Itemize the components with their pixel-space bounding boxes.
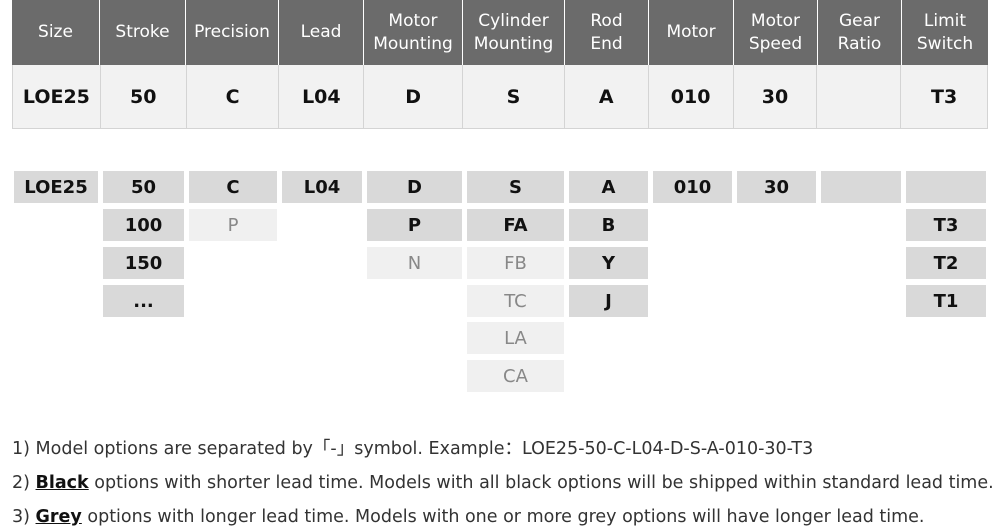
option-stroke-3: ... (103, 285, 184, 317)
option-limit-switch-3: T1 (906, 285, 986, 317)
option-motor-0: 010 (653, 171, 732, 203)
note-3: 3) Grey options with longer lead time. M… (12, 500, 992, 527)
option-lead-0: L04 (282, 171, 362, 203)
option-cylinder-mounting-5: CA (467, 360, 564, 392)
value-motor-speed: 30 (734, 65, 818, 128)
note-3-text: options with longer lead time. Models wi… (81, 507, 925, 527)
option-cylinder-mounting-2: FB (467, 247, 564, 279)
value-cylinder-mounting: S (463, 65, 565, 128)
option-cylinder-mounting-4: LA (467, 322, 564, 354)
option-stroke-1: 100 (103, 209, 184, 241)
value-stroke: 50 (101, 65, 187, 128)
note-2-number: 2) (12, 473, 36, 493)
value-rod-end: A (565, 65, 649, 128)
value-size: LOE25 (13, 65, 101, 128)
option-rod-end-2: Y (569, 247, 648, 279)
note-2-black-label: Black (35, 473, 89, 493)
header-lead: Lead (279, 0, 364, 65)
option-precision-1: P (189, 209, 277, 241)
option-motor-speed-0: 30 (737, 171, 816, 203)
header-cylinder-mounting: Cylinder Mounting (463, 0, 565, 65)
note-3-grey-label: Grey (35, 507, 82, 527)
spec-header-row: Size Stroke Precision Lead Motor Mountin… (12, 0, 988, 65)
option-stroke-2: 150 (103, 247, 184, 279)
option-cylinder-mounting-0: S (467, 171, 564, 203)
option-motor-mounting-1: P (367, 209, 462, 241)
option-limit-switch-2: T2 (906, 247, 986, 279)
option-motor-mounting-0: D (367, 171, 462, 203)
option-cylinder-mounting-3: TC (467, 285, 564, 317)
option-stroke-0: 50 (103, 171, 184, 203)
option-rod-end-3: J (569, 285, 648, 317)
option-motor-mounting-2: N (367, 247, 462, 279)
option-rod-end-0: A (569, 171, 648, 203)
note-2-text: options with shorter lead time. Models w… (88, 473, 994, 493)
option-limit-switch-1: T3 (906, 209, 986, 241)
note-2: 2) Black options with shorter lead time.… (12, 466, 994, 500)
note-3-number: 3) (12, 507, 36, 527)
option-precision-0: C (189, 171, 277, 203)
option-cylinder-mounting-1: FA (467, 209, 564, 241)
header-stroke: Stroke (100, 0, 186, 65)
value-motor-mounting: D (364, 65, 464, 128)
value-motor: 010 (649, 65, 734, 128)
header-precision: Precision (186, 0, 279, 65)
note-1: 1) Model options are separated by「-」symb… (12, 439, 814, 459)
option-limit-switch-0 (906, 171, 986, 203)
header-motor: Motor (649, 0, 734, 65)
value-precision: C (187, 65, 280, 128)
option-size-0: LOE25 (14, 171, 98, 203)
header-limit-switch: Limit Switch (916, 10, 974, 54)
option-gear-ratio-0 (821, 171, 901, 203)
value-limit-switch: T3 (931, 85, 958, 108)
spec-value-row: LOE25 50 C L04 D S A 010 30 T3 (12, 65, 988, 129)
header-rod-end: Rod End (565, 0, 649, 65)
header-gear-ratio: Gear Ratio (818, 0, 902, 65)
notes: 1) Model options are separated by「-」symb… (12, 432, 994, 527)
header-size: Size (12, 0, 100, 65)
value-lead: L04 (279, 65, 365, 128)
header-motor-mounting: Motor Mounting (364, 0, 463, 65)
model-spec-table: Size Stroke Precision Lead Motor Mountin… (12, 0, 988, 129)
value-gear-ratio (817, 65, 902, 128)
header-motor-speed: Motor Speed (734, 0, 818, 65)
option-rod-end-1: B (569, 209, 648, 241)
